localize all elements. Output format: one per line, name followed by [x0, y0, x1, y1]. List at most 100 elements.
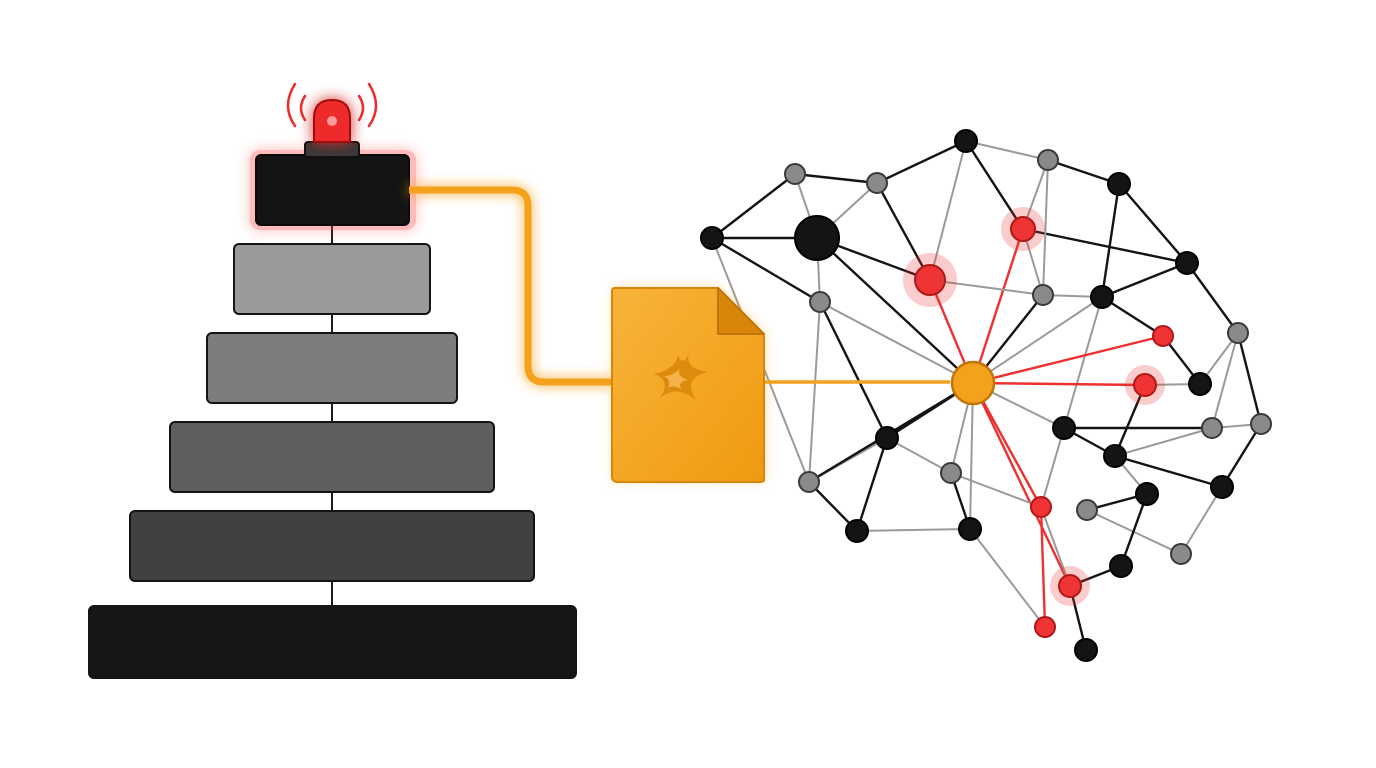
- alert-node-n35: [1034, 616, 1056, 638]
- network-edge-1: [794, 172, 878, 185]
- black-node-n6: [700, 226, 724, 250]
- network-edge-70: [1042, 159, 1049, 296]
- alarm-wave-left-outer: [286, 82, 297, 128]
- network-edge-59: [1040, 506, 1071, 587]
- black-node-n29: [1135, 482, 1159, 506]
- alert-node-n27: [1030, 496, 1052, 518]
- gray-node-n13: [809, 291, 831, 313]
- pyramid-tier-top: [255, 154, 410, 226]
- alert-node-n34: [1058, 574, 1082, 598]
- gray-node-n11: [1032, 284, 1054, 306]
- pyramid-tier-4: [169, 421, 495, 493]
- network-edge-57: [1180, 486, 1223, 555]
- network-edge-24: [1101, 261, 1188, 299]
- network-edge-25: [1186, 262, 1239, 334]
- network-edge-28: [1063, 296, 1103, 429]
- black-node-n7: [794, 215, 840, 261]
- network-edge-48: [1040, 427, 1065, 508]
- alarm-light-icon: [286, 82, 378, 158]
- network-edge-15: [711, 236, 821, 304]
- network-edge-29: [818, 301, 889, 439]
- alert-node-n8: [1010, 216, 1036, 242]
- network-edge-69: [886, 437, 952, 474]
- black-node-n36: [1074, 638, 1098, 662]
- network-edge-12: [1118, 183, 1188, 264]
- gray-node-n2: [1037, 149, 1059, 171]
- alert-node-n9: [914, 264, 946, 296]
- alarm-base: [304, 141, 360, 158]
- document-icon: [611, 287, 765, 483]
- network-edge-30: [819, 301, 974, 384]
- highlighted-edge-35: [972, 381, 1146, 387]
- network-edge-68: [808, 301, 821, 483]
- pyramid-stack: [88, 150, 577, 679]
- network-edge-6: [875, 182, 932, 281]
- network-edge-27: [1101, 295, 1164, 338]
- network-edge-43: [1113, 384, 1147, 457]
- gray-node-n24: [798, 471, 820, 493]
- network-edge-56: [950, 472, 1042, 508]
- alarm-wave-right-outer: [367, 82, 378, 128]
- network-edge-51: [1220, 423, 1263, 488]
- pyramid-tier-base: [88, 605, 577, 679]
- network-nodes: [700, 129, 1272, 662]
- network-edge-72: [972, 296, 1103, 384]
- black-node-n23: [1103, 444, 1127, 468]
- highlighted-edge-41: [971, 382, 1043, 508]
- pyramid-tier-5: [129, 510, 535, 582]
- alarm-wave-left-inner: [299, 94, 307, 122]
- black-node-n32: [1109, 554, 1133, 578]
- starburst-inner: [664, 368, 688, 390]
- network-edge-23: [929, 279, 1044, 296]
- highlighted-edge-21: [971, 228, 1025, 384]
- network-edge-17: [816, 237, 974, 384]
- network-edge-19: [1022, 227, 1188, 265]
- network-edge-7: [965, 140, 1049, 161]
- network-edge-64: [969, 528, 1046, 628]
- network-edge-10: [1047, 158, 1120, 186]
- network-edge-31: [1236, 332, 1263, 425]
- gray-node-n25: [940, 462, 962, 484]
- network-edge-40: [969, 382, 974, 530]
- black-node-n3: [1107, 172, 1131, 196]
- alert-node-n15: [1152, 325, 1174, 347]
- highlighted-edge-42: [971, 382, 1072, 587]
- gray-node-n14: [1227, 322, 1249, 344]
- gray-node-n28: [1076, 499, 1098, 521]
- black-node-n10: [1175, 251, 1199, 275]
- network-edge-52: [1114, 454, 1223, 489]
- network-edge-8: [964, 140, 1025, 230]
- network-edge-63: [856, 528, 971, 532]
- network-edge-32: [1211, 332, 1239, 429]
- pyramid-tier-2: [233, 243, 431, 315]
- black-node-n19: [875, 426, 899, 450]
- alarm-highlight: [327, 116, 337, 126]
- gray-node-n4: [784, 163, 806, 185]
- black-node-n12: [1090, 285, 1114, 309]
- black-node-n31: [958, 517, 982, 541]
- hub-node-n16: [950, 360, 996, 406]
- pyramid-tier-3: [206, 332, 458, 404]
- network-edge-49: [1114, 427, 1213, 457]
- pyramid-to-document-connector: [409, 186, 614, 386]
- gray-node-n21: [1201, 417, 1223, 439]
- gray-node-n22: [1250, 413, 1272, 435]
- alarm-wave-right-inner: [357, 94, 365, 122]
- network-edge-46: [855, 437, 889, 532]
- alert-node-n17: [1133, 373, 1157, 397]
- network-edge-2: [711, 173, 796, 239]
- highlighted-edge-58: [1039, 506, 1047, 628]
- gray-node-n5: [866, 172, 888, 194]
- black-node-n18: [1188, 372, 1212, 396]
- gray-node-n33: [1170, 543, 1192, 565]
- black-node-n20: [1052, 416, 1076, 440]
- document-corner-fold: [717, 287, 765, 335]
- network-edge-13: [1100, 183, 1121, 298]
- black-node-n26: [1210, 475, 1234, 499]
- network-edge-9: [929, 140, 967, 281]
- starburst-icon: [654, 350, 708, 400]
- network-edge-4: [876, 139, 967, 185]
- highlighted-edge-33: [972, 334, 1164, 385]
